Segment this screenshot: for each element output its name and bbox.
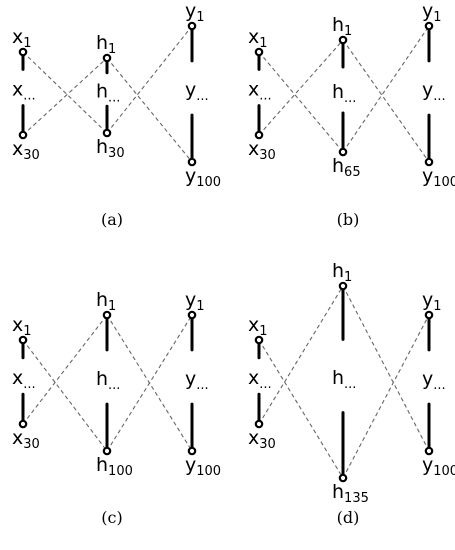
connection-edge-x-h-top-to-bottom: [258, 51, 344, 153]
label-y-last: y100: [422, 165, 455, 190]
panel-caption: (b): [337, 210, 360, 229]
node-h-first: [338, 35, 348, 45]
label-x-last: x30: [12, 427, 40, 452]
label-y-last: y100: [422, 454, 455, 479]
label-y-first: y1: [185, 0, 205, 25]
node-y-first: [424, 21, 434, 31]
node-h-last: [102, 446, 112, 456]
connection-edge-x-h-top-to-bottom: [22, 51, 108, 134]
node-h-last: [338, 147, 348, 157]
label-x-first: x1: [248, 314, 268, 339]
label-x-last: x30: [12, 138, 40, 163]
label-h-middle: h...: [332, 367, 356, 392]
connection-edge-h-y-top-to-bottom: [106, 57, 193, 163]
label-y-middle: y...: [185, 368, 209, 393]
label-y-last: y100: [185, 454, 221, 479]
connection-edge-h-y-top-to-bottom: [342, 39, 430, 163]
label-h-first: h1: [96, 289, 116, 314]
label-h-middle: h...: [96, 81, 120, 106]
node-y-last: [424, 446, 434, 456]
node-h-first: [102, 53, 112, 63]
node-x-last: [254, 419, 264, 429]
label-y-first: y1: [185, 289, 205, 314]
label-x-first: x1: [12, 26, 32, 51]
panel-b: x1 x... x30 h1 h... h65 y1 y... y100 (b): [248, 0, 455, 229]
node-y-last: [187, 157, 197, 167]
node-y-first: [187, 21, 197, 31]
connection-edge-h-y-bottom-to-top: [106, 314, 193, 452]
node-x-first: [254, 335, 264, 345]
panel-caption: (d): [337, 508, 360, 527]
label-h-last: h135: [332, 481, 369, 506]
panel-c: x1 x... x30 h1 h... h100 y1 y... y100 (c): [12, 289, 221, 527]
node-x-first: [254, 47, 264, 57]
node-x-last: [18, 419, 28, 429]
node-x-first: [18, 335, 28, 345]
node-h-first: [102, 310, 112, 320]
connection-edge-x-h-top-to-bottom: [22, 339, 108, 452]
panel-caption: (c): [101, 508, 122, 527]
node-h-last: [338, 473, 348, 483]
node-y-first: [424, 310, 434, 320]
connection-edge-h-y-bottom-to-top: [106, 25, 193, 134]
label-h-middle: h...: [332, 81, 356, 106]
label-y-last: y100: [185, 165, 221, 190]
connection-edge-h-y-bottom-to-top: [342, 25, 430, 153]
node-y-last: [187, 446, 197, 456]
node-x-last: [18, 130, 28, 140]
node-x-last: [254, 130, 264, 140]
label-h-middle: h...: [96, 368, 120, 393]
connection-edge-x-h-top-to-bottom: [258, 339, 344, 479]
label-y-first: y1: [422, 0, 442, 25]
node-h-last: [102, 128, 112, 138]
connection-edge-x-h-bottom-to-top: [258, 39, 344, 136]
panel-d: x1 x... x30 h1 h... h135 y1 y... y100 (d): [248, 260, 455, 527]
node-y-first: [187, 310, 197, 320]
panel-a: x1 x... x30 h1 h... h30 y1 y... y100 (a): [12, 0, 221, 229]
label-y-middle: y...: [422, 79, 446, 104]
label-x-middle: x...: [12, 79, 36, 104]
label-x-middle: x...: [12, 367, 36, 392]
label-h-first: h1: [96, 32, 116, 57]
panel-caption: (a): [101, 210, 123, 229]
connection-edge-h-y-top-to-bottom: [342, 285, 430, 452]
node-y-last: [424, 157, 434, 167]
connection-edge-x-h-bottom-to-top: [258, 285, 344, 425]
label-y-first: y1: [422, 289, 442, 314]
label-x-last: x30: [248, 427, 276, 452]
connection-edge-h-y-bottom-to-top: [342, 314, 430, 479]
label-h-last: h100: [96, 454, 133, 479]
label-h-first: h1: [332, 14, 352, 39]
label-x-last: x30: [248, 138, 276, 163]
label-x-first: x1: [248, 26, 268, 51]
label-x-middle: x...: [248, 79, 272, 104]
label-y-middle: y...: [185, 79, 209, 104]
label-x-middle: x...: [248, 367, 272, 392]
label-y-middle: y...: [422, 368, 446, 393]
node-x-first: [18, 47, 28, 57]
label-h-last: h30: [96, 136, 125, 161]
label-h-first: h1: [332, 260, 352, 285]
node-h-first: [338, 281, 348, 291]
label-x-first: x1: [12, 314, 32, 339]
label-h-last: h65: [332, 155, 361, 180]
connection-edge-x-h-bottom-to-top: [22, 314, 108, 425]
connection-edge-x-h-bottom-to-top: [22, 57, 108, 136]
